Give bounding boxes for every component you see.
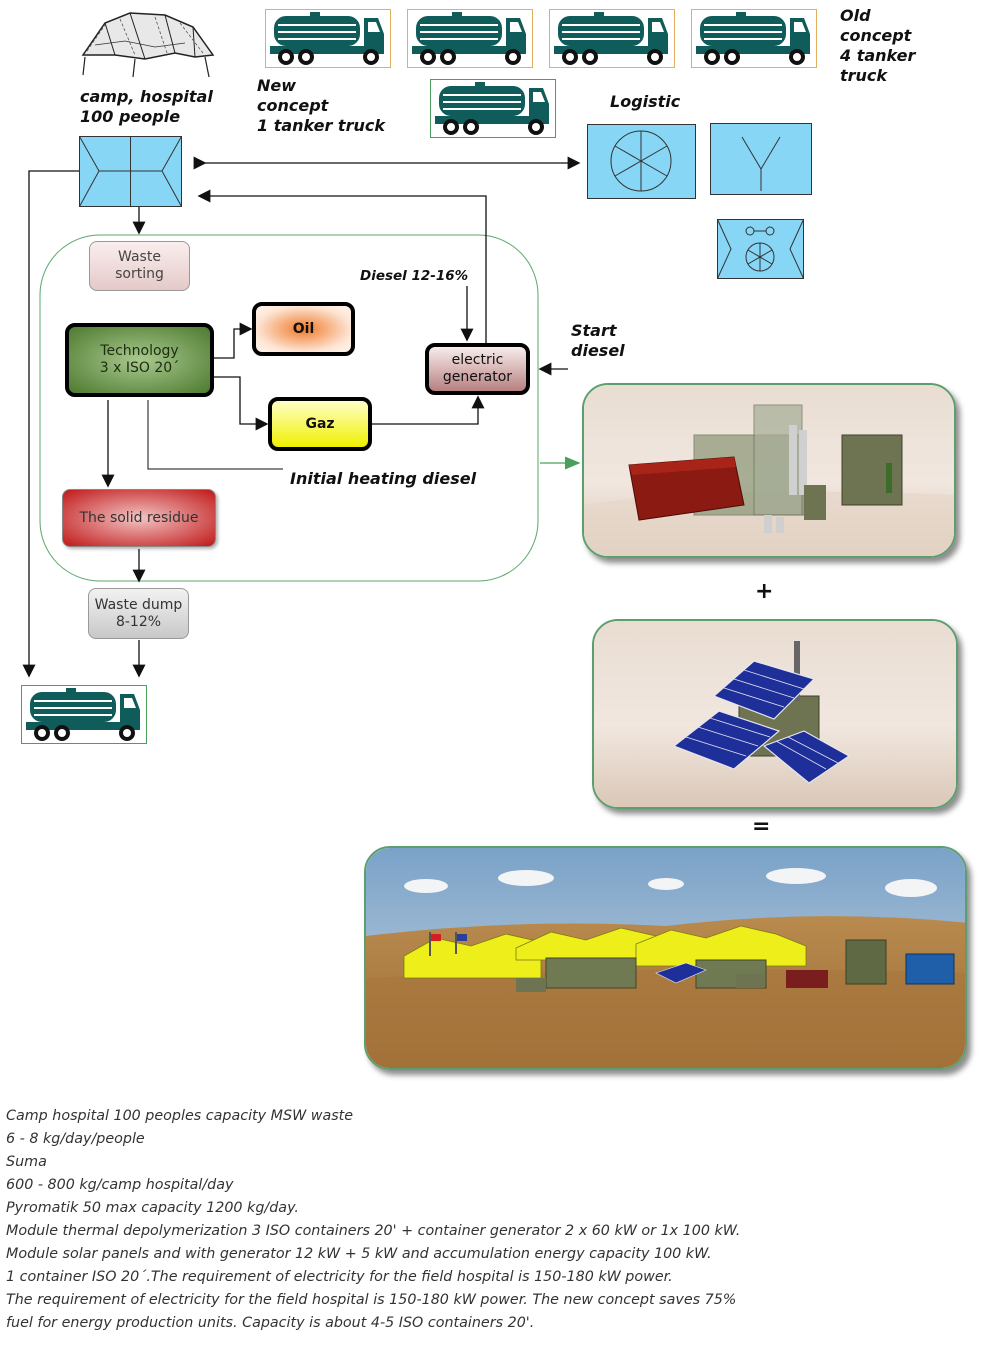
initial-heating-label: Initial heating diesel bbox=[290, 469, 477, 488]
notes-block: Camp hospital 100 peoples capacity MSW w… bbox=[6, 1105, 886, 1335]
note-line: Pyromatik 50 max capacity 1200 kg/day. bbox=[6, 1200, 299, 1216]
logistic-label: Logistic bbox=[610, 92, 681, 111]
tanker-truck-old-3 bbox=[549, 9, 675, 68]
electric-generator-box: electric generator bbox=[425, 343, 530, 395]
tanker-truck-new bbox=[430, 79, 556, 138]
tanker-truck-output bbox=[21, 685, 147, 744]
solar-panel-render bbox=[592, 619, 958, 809]
process-connectors bbox=[22, 156, 581, 678]
logistic-wheel-symbol bbox=[587, 124, 696, 199]
gaz-box: Gaz bbox=[268, 397, 372, 451]
logistic-antenna-symbol bbox=[710, 123, 812, 195]
note-line: Module thermal depolymerization 3 ISO co… bbox=[6, 1223, 741, 1239]
note-line: Camp hospital 100 peoples capacity MSW w… bbox=[6, 1108, 354, 1124]
logistic-vehicle-symbol bbox=[717, 219, 804, 279]
plus-operator: + bbox=[755, 579, 774, 604]
waste-dump-box: Waste dump 8-12% bbox=[88, 588, 189, 639]
tanker-truck-old-1 bbox=[265, 9, 391, 68]
desert-camp-render bbox=[364, 846, 967, 1070]
equals-operator: = bbox=[752, 814, 771, 839]
start-diesel-label: Start diesel bbox=[571, 321, 625, 360]
note-line: Module solar panels and with generator 1… bbox=[6, 1246, 712, 1262]
camp-label: camp, hospital 100 people bbox=[80, 87, 213, 126]
plant-render bbox=[582, 383, 956, 558]
diesel-percentage-label: Diesel 12-16% bbox=[360, 268, 469, 284]
new-concept-label: New concept 1 tanker truck bbox=[257, 76, 385, 135]
tent-sketch bbox=[81, 12, 215, 78]
tanker-truck-old-4 bbox=[691, 9, 817, 68]
waste-sorting-box: Waste sorting bbox=[89, 241, 190, 291]
note-line: 600 - 800 kg/camp hospital/day bbox=[6, 1177, 234, 1193]
oil-box: Oil bbox=[252, 302, 355, 356]
note-line: Suma bbox=[6, 1154, 47, 1170]
tanker-truck-old-2 bbox=[407, 9, 533, 68]
old-concept-label: Old concept 4 tanker truck bbox=[840, 6, 916, 85]
technology-box: Technology 3 x ISO 20´ bbox=[65, 323, 214, 397]
note-line: 1 container ISO 20´.The requirement of e… bbox=[6, 1269, 673, 1285]
camp-hospital-symbol bbox=[79, 136, 182, 207]
note-line: 6 - 8 kg/day/people bbox=[6, 1131, 145, 1147]
note-line: The requirement of electricity for the f… bbox=[6, 1292, 737, 1308]
note-line: fuel for energy production units. Capaci… bbox=[6, 1315, 535, 1331]
solid-residue-box: The solid residue bbox=[62, 489, 216, 547]
